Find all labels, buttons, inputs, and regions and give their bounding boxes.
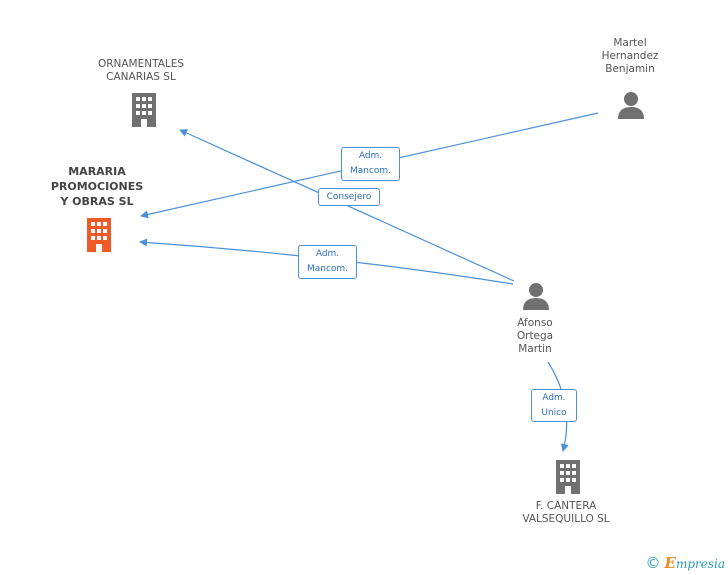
brand-name: mpresia	[675, 557, 725, 571]
company-label-mararia[interactable]: MARARIA PROMOCIONES Y OBRAS SL	[50, 165, 144, 208]
brand-logo: Empresia	[665, 554, 726, 572]
edge-label-afonso-mararia[interactable]: Adm. Mancom.	[298, 245, 357, 279]
brand-initial: E	[664, 554, 676, 572]
company-label-cantera[interactable]: F. CANTERA VALSEQUILLO SL	[522, 500, 610, 525]
company-label-ornamentales[interactable]: ORNAMENTALES CANARIAS SL	[97, 58, 185, 83]
building-icon[interactable]	[83, 218, 115, 252]
person-icon[interactable]	[521, 281, 551, 311]
person-icon[interactable]	[616, 90, 646, 120]
building-icon[interactable]	[552, 460, 584, 494]
edge-label-martel-mararia[interactable]: Adm. Mancom.	[341, 147, 400, 181]
building-icon[interactable]	[128, 93, 160, 127]
edge-label-afonso-ornamentales[interactable]: Consejero	[318, 188, 380, 206]
edge-label-afonso-cantera[interactable]: Adm. Unico	[531, 389, 577, 422]
person-label-martel[interactable]: Martel Hernandez Benjamin	[601, 37, 659, 75]
person-label-afonso[interactable]: Afonso Ortega Martin	[516, 317, 554, 355]
copyright-icon: ©	[645, 554, 661, 572]
brand-footer: © Empresia	[646, 554, 726, 572]
